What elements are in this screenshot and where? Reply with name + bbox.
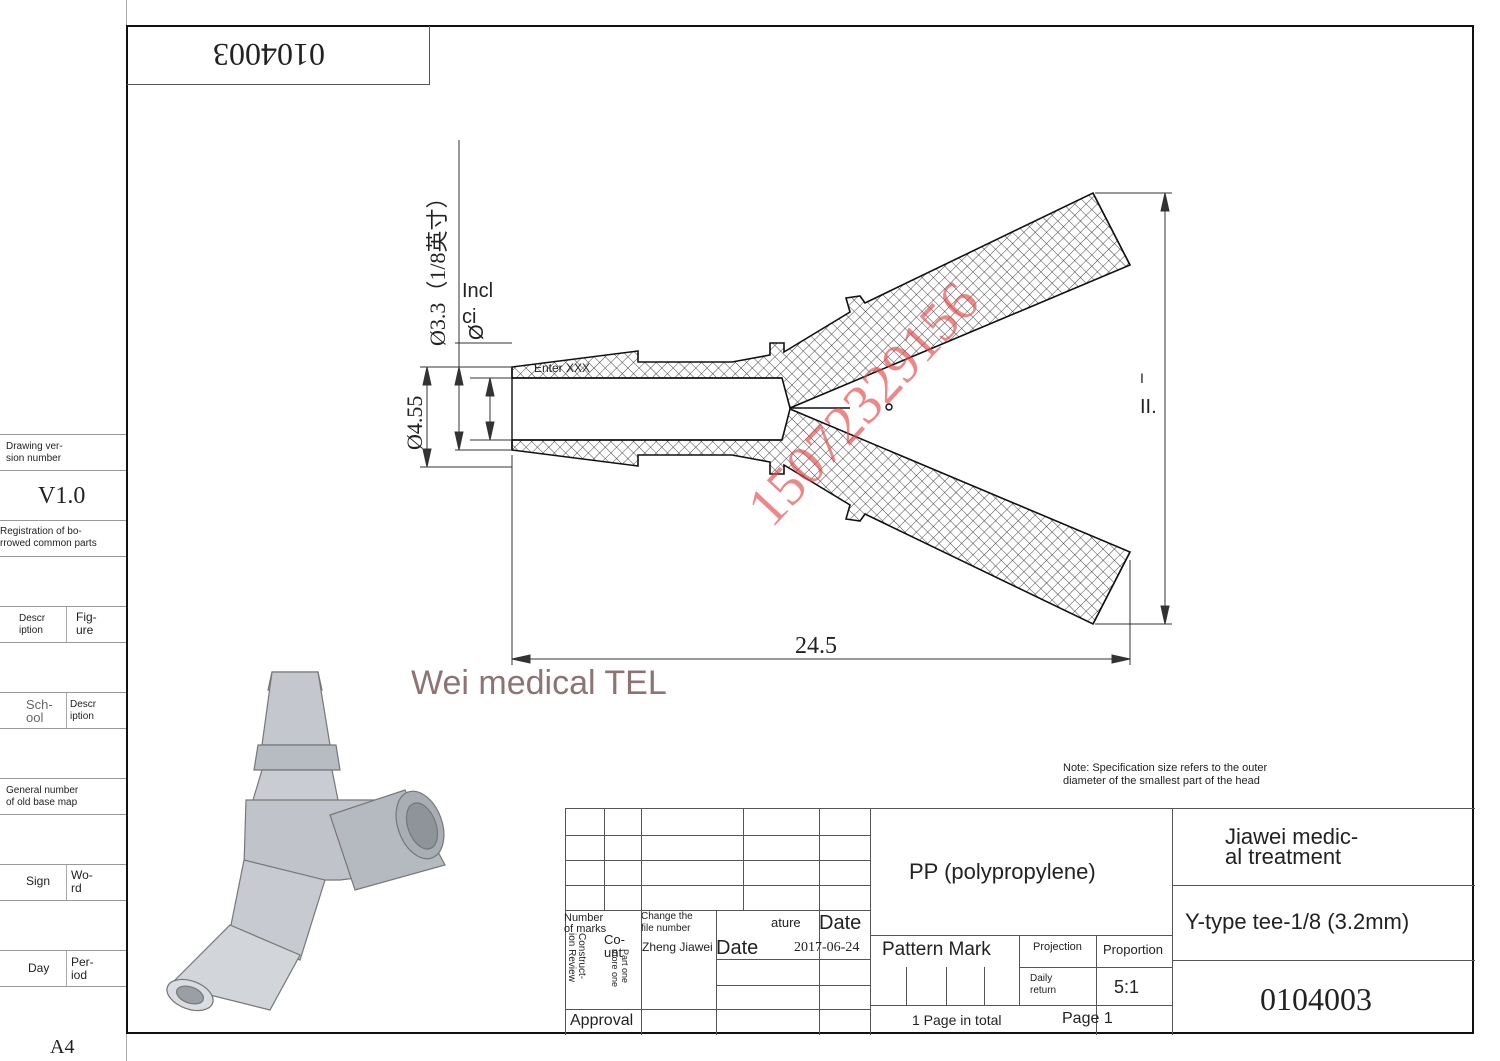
grid-line	[819, 809, 820, 1035]
company-label: Jiawei medic- al treatment	[1225, 824, 1359, 869]
paper-size: A4	[50, 1036, 75, 1058]
grid-line	[566, 835, 870, 836]
date-label: Date	[819, 912, 862, 934]
projection-label: Projection	[1033, 941, 1082, 953]
grid-line	[566, 885, 870, 886]
tel-watermark: Wei medical TEL	[411, 664, 667, 702]
school-descr-value-cell	[0, 728, 126, 778]
version-label: Drawing ver- sion number	[6, 441, 63, 464]
grid-line	[566, 860, 870, 861]
descr2-label: Descr iption	[70, 699, 97, 722]
part-one-label: Part one more one	[610, 949, 630, 988]
figure-label: Fig- ure	[76, 610, 97, 637]
grid-line	[984, 967, 985, 1005]
dim-4-55-label: Ø4.55	[402, 395, 427, 450]
word-label: Wo- rd	[71, 868, 93, 895]
old-base-value-cell	[0, 814, 126, 864]
bore-lines	[511, 192, 1131, 625]
dim-incl-label: Incl	[462, 280, 494, 302]
old-base-cell: General number of old base map	[0, 778, 126, 814]
material-label: PP (polypropylene)	[909, 859, 1096, 884]
grid-line	[604, 809, 605, 910]
grid-line	[946, 967, 947, 1005]
grid-line	[1096, 935, 1097, 1035]
signature-label: ature	[771, 915, 801, 930]
borrowed-parts-cell: Registration of bo- rrowed common parts	[0, 520, 126, 556]
borrowed-parts-label: Registration of bo- rrowed common parts	[0, 526, 97, 549]
grid-line	[716, 910, 717, 1035]
version-value-cell: V1.0	[0, 470, 126, 520]
left-sidebar: Drawing ver- sion number V1.0 Registrati…	[0, 0, 127, 1061]
page-label: Page 1	[1062, 1010, 1113, 1027]
grid-line	[1172, 809, 1173, 1035]
date-label-2: Date	[716, 937, 759, 959]
grid-line	[870, 935, 1172, 936]
change-file-label: Change the file number	[641, 911, 693, 934]
school-label: Sch- ool	[26, 697, 53, 725]
old-base-label: General number of old base map	[6, 785, 79, 808]
drawing-frame	[126, 25, 1474, 1034]
dim-height-ii-label: II.	[1140, 396, 1157, 418]
grid-line	[566, 1009, 870, 1010]
descr-label: Descr iption	[19, 613, 46, 636]
grid-line	[641, 809, 642, 1035]
dimension-lines	[420, 140, 1172, 665]
grid-line	[870, 809, 871, 1035]
grid-line	[743, 809, 744, 910]
y-tee-section	[511, 191, 1132, 626]
borrowed-parts-value-cell	[0, 556, 126, 606]
sign-word-value-cell	[0, 900, 126, 950]
day-label: Day	[28, 961, 50, 975]
pattern-mark-label: Pattern Mark	[882, 939, 991, 960]
grid-line	[1172, 960, 1475, 961]
sign-word-cell: Sign Wo- rd	[0, 864, 126, 901]
count-label: Co- unt	[604, 932, 625, 960]
descr-figure-value-cell	[0, 642, 126, 692]
grid-line	[716, 959, 870, 960]
part-name: Y-type tee-1/8 (3.2mm)	[1185, 909, 1410, 934]
date-value: 2017-06-24	[794, 940, 860, 955]
divider	[66, 693, 67, 729]
designer-name: Zheng Jiawei	[642, 940, 713, 954]
descr-figure-cell: Descr iption Fig- ure	[0, 606, 126, 643]
dim-ci-label: ci	[462, 306, 477, 328]
top-code-box: 0104003	[127, 26, 430, 85]
approval-label: Approval	[570, 1012, 634, 1029]
scale-value: 5:1	[1114, 977, 1140, 997]
grid-line	[1019, 935, 1020, 1005]
sign-label: Sign	[26, 874, 51, 888]
period-label: Per- iod	[71, 955, 94, 982]
version-label-cell: Drawing ver- sion number	[0, 434, 126, 470]
day-period-cell: Day Per- iod	[0, 950, 126, 987]
divider	[66, 865, 67, 901]
part-number: 0104003	[1260, 981, 1372, 1017]
pages-total-label: 1 Page in total	[912, 1012, 1002, 1028]
grid-line	[870, 1005, 1172, 1006]
number-of-marks-label: Number of marks	[564, 912, 607, 935]
day-period-value-cell	[0, 986, 126, 1036]
title-block: Number of marks Change the file number a…	[564, 808, 1475, 1035]
enter-label: Enter XXX	[534, 361, 591, 375]
y-tee-3d-render	[166, 671, 446, 1012]
grid-line	[566, 910, 870, 911]
divider	[66, 951, 67, 987]
daily-return-label: Daily return	[1030, 973, 1057, 996]
divider	[66, 607, 67, 643]
spec-note: Note: Specification size refers to the o…	[1063, 762, 1268, 787]
dim-width-label: 24.5	[795, 633, 837, 659]
dim-height-i-label: I	[1140, 370, 1144, 386]
school-descr-cell: Sch- ool Descr iption	[0, 692, 126, 729]
dim-phi-label: Ø	[466, 324, 488, 340]
grid-line	[716, 985, 870, 986]
grid-line	[906, 967, 907, 1005]
grid-line	[1019, 967, 1172, 968]
grid-line	[1172, 885, 1475, 886]
dim-3-3-label: Ø3.3（1/8英寸）	[425, 186, 450, 346]
version-value: V1.0	[38, 483, 86, 509]
proportion-label: Proportion	[1103, 942, 1163, 957]
construction-review-label: Construct- ion Review	[566, 933, 587, 982]
